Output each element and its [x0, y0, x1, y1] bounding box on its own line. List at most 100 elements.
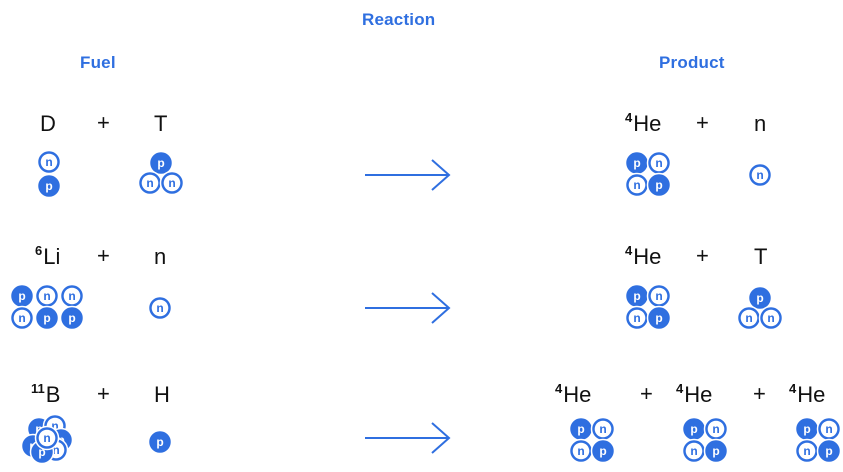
reaction-arrow	[365, 292, 451, 324]
proton-icon: p	[568, 416, 594, 442]
svg-text:p: p	[43, 311, 50, 325]
svg-text:p: p	[157, 156, 164, 170]
fuel-symbol-lithium-6: 6Li	[35, 243, 61, 269]
plus-sign: +	[696, 243, 709, 268]
svg-text:p: p	[655, 178, 662, 192]
proton-icon: p	[816, 438, 842, 464]
svg-text:n: n	[633, 311, 640, 325]
proton-icon: p	[646, 172, 672, 198]
neutron-icon: n	[646, 283, 672, 309]
neutron-icon: n	[34, 425, 60, 451]
neutron-icon: n	[590, 416, 616, 442]
fuel-symbol-neutron: n	[154, 244, 167, 269]
svg-text:n: n	[803, 444, 810, 458]
svg-text:n: n	[52, 443, 59, 457]
neutron-icon: n	[758, 305, 784, 331]
proton-icon: p	[624, 150, 650, 176]
svg-text:n: n	[43, 431, 50, 445]
proton-icon: p	[624, 283, 650, 309]
neutron-icon: n	[9, 305, 35, 331]
plus-sign: +	[696, 110, 709, 135]
proton-icon: p	[681, 416, 707, 442]
proton-icon: p	[703, 438, 729, 464]
svg-text:n: n	[655, 156, 662, 170]
svg-text:p: p	[68, 311, 75, 325]
reaction-arrow	[365, 159, 451, 191]
neutron-icon: n	[624, 172, 650, 198]
svg-text:p: p	[18, 289, 25, 303]
svg-text:n: n	[146, 176, 153, 190]
neutron-icon: n	[34, 283, 60, 309]
proton-icon: p	[147, 429, 173, 455]
svg-text:p: p	[599, 444, 606, 458]
product-symbol-helium-4: 4He	[625, 110, 662, 136]
svg-text:n: n	[655, 289, 662, 303]
svg-text:p: p	[633, 156, 640, 170]
product-symbol-helium-4: 4He	[676, 381, 713, 407]
svg-text:p: p	[45, 179, 52, 193]
plus-sign: +	[640, 381, 653, 406]
neutron-icon: n	[816, 416, 842, 442]
svg-text:n: n	[18, 311, 25, 325]
proton-icon: p	[747, 285, 773, 311]
proton-icon: p	[36, 173, 62, 199]
neutron-icon: n	[147, 295, 173, 321]
fuel-symbol-hydrogen: H	[154, 382, 170, 407]
product-symbol-helium-4: 4He	[555, 381, 592, 407]
fuel-symbol-tritium: T	[154, 111, 168, 136]
product-symbol-neutron: n	[754, 111, 767, 136]
proton-icon: p	[794, 416, 820, 442]
plus-sign: +	[753, 381, 766, 406]
svg-text:n: n	[156, 301, 163, 315]
svg-text:n: n	[45, 155, 52, 169]
svg-text:n: n	[745, 311, 752, 325]
svg-text:p: p	[803, 422, 810, 436]
svg-text:n: n	[68, 289, 75, 303]
neutron-icon: n	[568, 438, 594, 464]
svg-text:n: n	[577, 444, 584, 458]
proton-icon: p	[9, 283, 35, 309]
plus-sign: +	[97, 243, 110, 268]
product-symbol-helium-4: 4He	[625, 243, 662, 269]
svg-text:n: n	[690, 444, 697, 458]
fuel-symbol-boron-11: 11B	[31, 381, 61, 407]
product-symbol-tritium: T	[754, 244, 768, 269]
product-header: Product	[659, 53, 725, 72]
reaction-header: Reaction	[362, 10, 436, 29]
neutron-icon: n	[159, 170, 185, 196]
neutron-icon: n	[137, 170, 163, 196]
neutron-icon: n	[681, 438, 707, 464]
svg-text:p: p	[825, 444, 832, 458]
svg-text:n: n	[825, 422, 832, 436]
proton-icon: p	[34, 305, 60, 331]
fuel-symbol-deuterium: D	[40, 111, 56, 136]
neutron-icon: n	[747, 162, 773, 188]
svg-text:n: n	[767, 311, 774, 325]
svg-text:p: p	[577, 422, 584, 436]
svg-text:n: n	[51, 419, 58, 433]
proton-icon: p	[148, 150, 174, 176]
fuel-header: Fuel	[80, 53, 116, 72]
product-symbol-helium-4: 4He	[789, 381, 826, 407]
svg-text:p: p	[633, 289, 640, 303]
neutron-icon: n	[794, 438, 820, 464]
proton-icon: p	[59, 305, 85, 331]
svg-text:p: p	[655, 311, 662, 325]
svg-text:n: n	[633, 178, 640, 192]
plus-sign: +	[97, 110, 110, 135]
svg-text:n: n	[599, 422, 606, 436]
neutron-icon: n	[646, 150, 672, 176]
neutron-icon: n	[736, 305, 762, 331]
neutron-icon: n	[624, 305, 650, 331]
svg-text:n: n	[43, 289, 50, 303]
neutron-icon: n	[36, 149, 62, 175]
neutron-icon: n	[59, 283, 85, 309]
svg-text:n: n	[168, 176, 175, 190]
svg-text:n: n	[756, 168, 763, 182]
reaction-arrow	[365, 422, 451, 454]
svg-text:n: n	[712, 422, 719, 436]
proton-icon: p	[590, 438, 616, 464]
svg-text:p: p	[156, 435, 163, 449]
svg-text:p: p	[690, 422, 697, 436]
